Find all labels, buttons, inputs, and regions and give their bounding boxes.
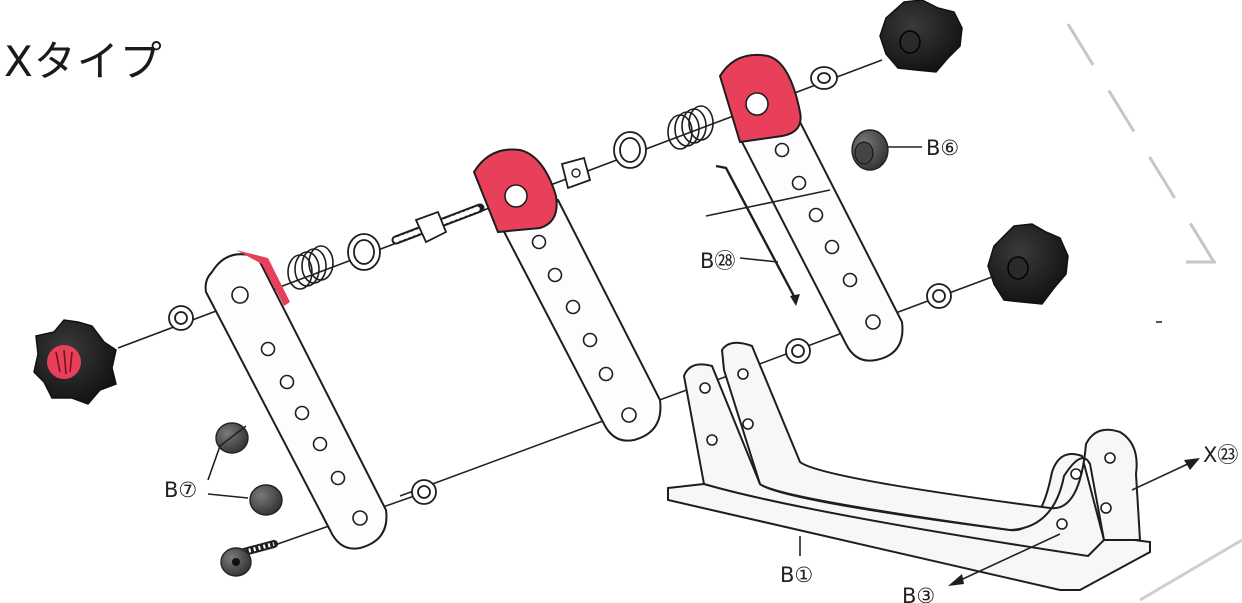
knob-right	[987, 223, 1069, 305]
middle-arm-plate	[472, 148, 662, 442]
button-head-bolt	[220, 540, 278, 577]
left-arm-plate	[204, 250, 388, 550]
label-b7: B⑦	[164, 478, 197, 502]
pin-b28	[705, 164, 831, 306]
leader-lines	[207, 146, 1200, 586]
label-b1: B①	[780, 563, 813, 587]
left-plate-red-edge	[236, 250, 290, 306]
threaded-stud	[391, 156, 592, 245]
diagram-title: Xタイプ	[4, 37, 163, 86]
springs	[287, 105, 714, 290]
right-arm-plate	[718, 54, 904, 362]
cap-b7-lower	[249, 484, 283, 516]
knob-left-red	[33, 319, 117, 405]
label-b28: B㉘	[700, 249, 735, 273]
label-b6: B⑥	[926, 136, 959, 160]
base-bracket	[667, 341, 1151, 591]
washers	[168, 66, 952, 505]
label-x23: X㉓	[1203, 443, 1238, 467]
label-b3: B③	[902, 584, 935, 603]
cap-b6	[851, 129, 889, 171]
knob-top-right	[879, 0, 963, 73]
background-frame-lines	[1066, 23, 1242, 602]
